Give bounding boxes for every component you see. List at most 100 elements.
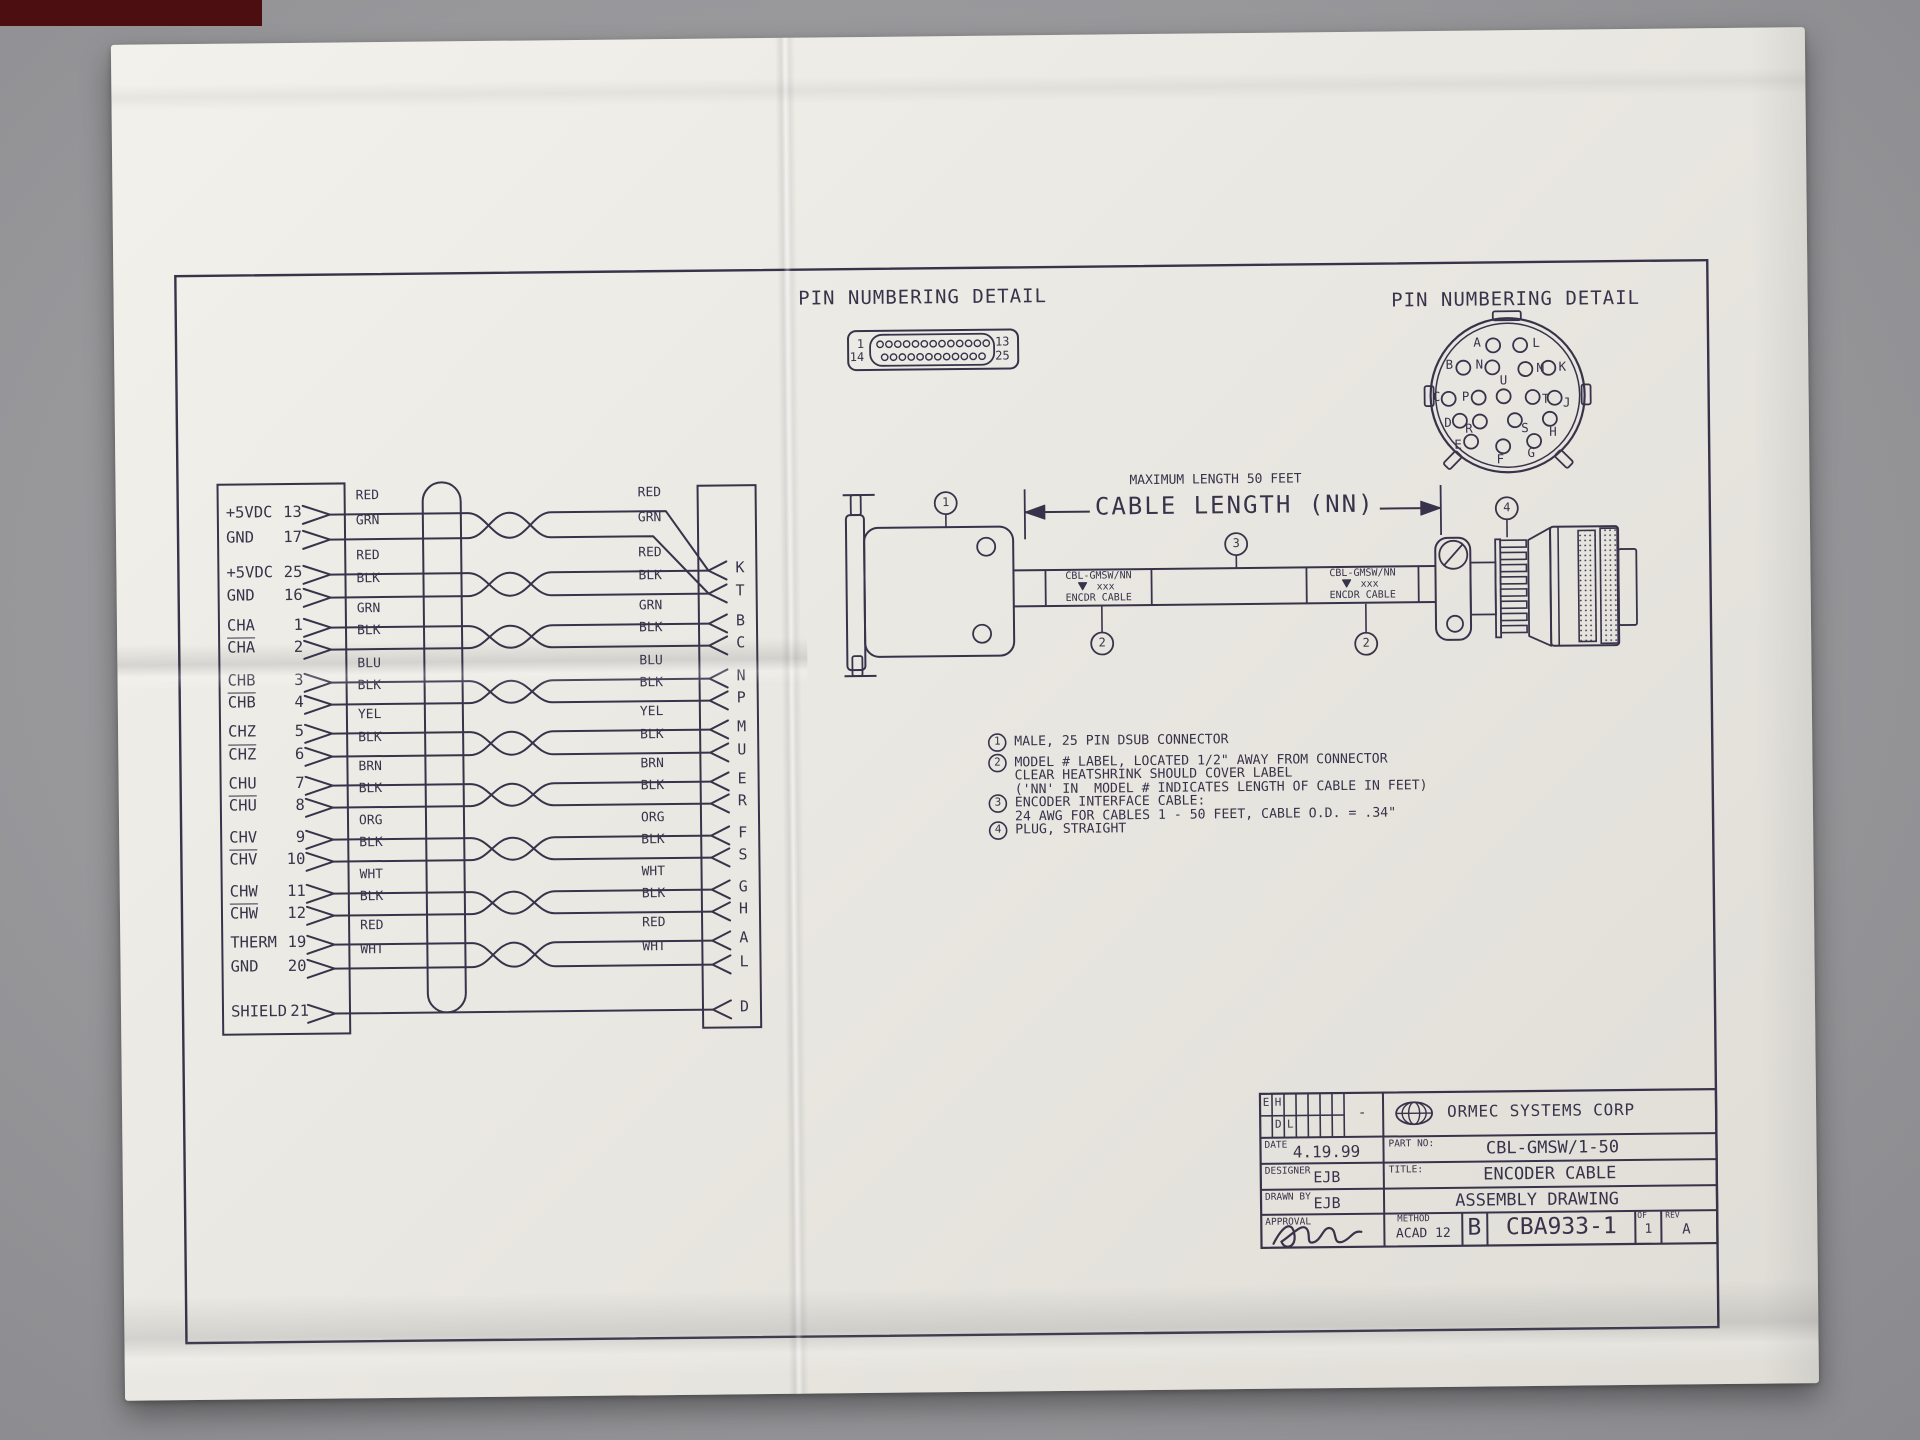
wire-dest-letter: P [736,688,746,707]
wire-color-right: BLK [641,832,665,848]
wire-color-left: BLK [358,781,383,797]
wire-signal: CHV [229,850,258,869]
wire-color-right: BRN [640,756,665,772]
wire-dest-letter: S [738,845,748,864]
wire-signal-text: CHA [226,616,256,635]
wire-color-left: BLU [357,656,381,672]
wire-color-left: ORG [358,813,383,829]
wire-signal: GND [226,586,255,605]
approval-label: APPROVAL [1265,1216,1312,1228]
dsub-pin-13: 13 [994,334,1010,349]
balloon-2: 2 [1098,635,1106,650]
note-line: MALE, 25 PIN DSUB CONNECTOR [1014,732,1229,750]
wire-color-right: RED [642,915,666,931]
company-name: ORMEC SYSTEMS CORP [1447,1099,1636,1121]
dsub-pin-14: 14 [849,349,865,365]
wire-dest-letter: K [735,558,745,577]
connector-pin-letter: L [1532,334,1540,350]
wire-signal: CHU [229,774,257,792]
connector-pin-letter: T [1541,390,1550,406]
wire-color-right: BLK [641,886,666,902]
wire-dest-letter: D [739,997,750,1016]
wire-pin: 21 [290,1001,310,1021]
wire-dest-letter: A [739,928,749,947]
method-value: ACAD 12 [1395,1225,1451,1242]
wire-signal: CHV [229,828,257,846]
wire-signal-text: CHB [227,693,256,712]
wire-dest-letter: B [735,611,746,630]
rev-label: REV [1665,1210,1680,1220]
wire-signal: CHA [226,616,256,635]
note-line: PLUG, STRAIGHT [1015,821,1127,838]
wire-color-right: GRN [637,510,662,526]
connector-pin-letter: H [1549,423,1557,439]
wire-pin: 19 [287,932,307,952]
balloon-4: 4 [1503,500,1511,515]
drawing-title-2: ASSEMBLY DRAWING [1455,1189,1620,1211]
wire-color-left: BLK [356,623,381,639]
note-balloon: 2 [994,755,1001,769]
wire-signal: CHZ [228,745,256,763]
wire-color-left: GRN [355,513,380,529]
connector-pin-letter: S [1521,420,1529,436]
wire-signal-text: GND [230,957,259,976]
wire-pin: 16 [283,585,303,605]
wire-signal-text: CHZ [227,722,257,741]
wire-color-right: GRN [638,598,663,614]
designer-value: EJB [1313,1168,1341,1187]
rev-cell-d: D [1274,1117,1282,1131]
connector-pin-letter: F [1496,451,1505,467]
wire-dest-letter: U [737,740,747,759]
note-balloon: 3 [994,795,1002,809]
note-balloon: 1 [993,734,1001,748]
cable-label-right: CBL-GMSW/NN xxx ENCDR CABLE [1306,567,1418,602]
wire-signal: CHW [229,904,259,923]
wire-pin: 11 [286,881,306,901]
wire-pin: 3 [294,670,304,689]
connector-pin-letter: U [1499,372,1508,388]
wire-signal: GND [225,528,255,547]
wire-color-right: BLK [638,620,663,636]
wire-color-right: WHT [642,939,666,955]
cable-label-line3: ENCDR CABLE [1329,589,1396,602]
wire-signal-text: CHW [229,904,259,923]
pin-detail-title-left: PIN NUMBERING DETAIL [798,285,1048,310]
wire-dest-letter: F [738,823,748,842]
wire-dest-letter: E [737,769,747,788]
rev-cell-l: L [1286,1117,1294,1131]
wire-color-left: GRN [356,601,381,617]
of-value: 1 [1644,1221,1653,1237]
pin-detail-title-right: PIN NUMBERING DETAIL [1391,286,1641,312]
wire-color-left: RED [355,488,380,504]
wire-pin: 12 [287,903,307,923]
wire-pin: 6 [294,744,305,763]
wire-signal-text: GND [225,528,255,547]
wire-signal-text: CHU [228,796,257,815]
wire-pin: 1 [293,615,304,634]
rev-value: A [1682,1221,1691,1238]
wire-color-left: BLK [356,571,381,587]
wire-color-right: YEL [639,704,664,720]
wire-signal-text: CHB [227,671,256,690]
balloon-2: 2 [1362,635,1370,650]
balloon-1: 1 [942,495,950,510]
wire-color-right: BLK [640,727,664,743]
wire-signal-text: CHV [229,850,258,869]
wire-dest-letter: M [736,717,747,736]
balloon-3: 3 [1232,536,1240,551]
wire-dest-letter: C [736,633,746,652]
wire-color-left: RED [360,918,384,934]
wire-signal-text: CHA [227,638,256,657]
wire-dest-letter: N [736,666,746,685]
designer-label: DESIGNER [1264,1165,1311,1177]
wire-signal-text: GND [226,586,255,605]
drawing-number: CBA933-1 [1505,1213,1617,1241]
rev-dash: - [1357,1104,1367,1121]
wire-color-left: BRN [358,759,383,775]
connector-pin-letter: M [1536,359,1545,375]
connector-pin-letter: R [1465,420,1473,436]
wire-pin: 10 [286,849,306,869]
cable-label-left: CBL-GMSW/NN xxx ENCDR CABLE [1045,570,1151,605]
wire-color-left: BLK [359,889,384,905]
